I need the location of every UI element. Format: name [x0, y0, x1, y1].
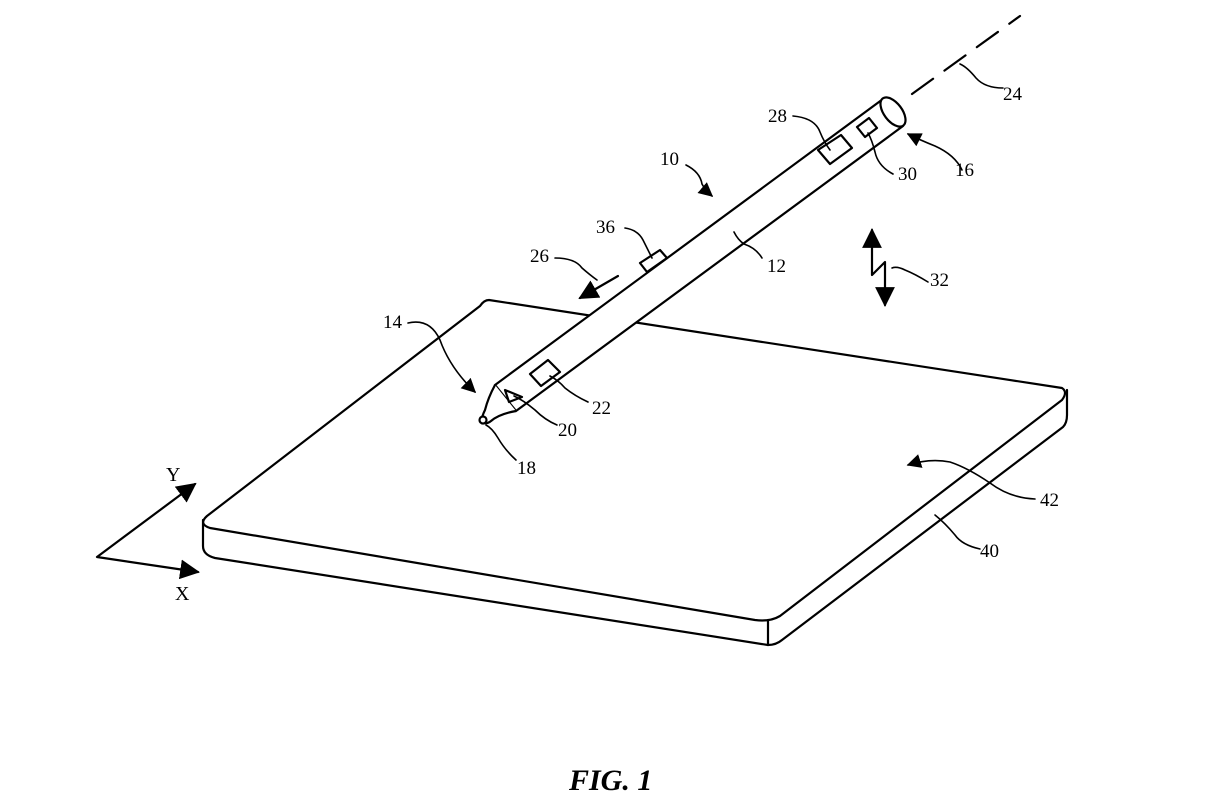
label-12: 12: [767, 256, 786, 277]
label-18: 18: [517, 458, 536, 479]
label-14: 14: [383, 312, 403, 333]
tablet-side-edge: [201, 388, 1069, 647]
component-30: [855, 116, 879, 139]
component-22: [528, 358, 562, 388]
reference-numerals: 10 12 14 16 18 20 22 24 26 28 30 32 36 4…: [383, 84, 1059, 562]
coordinate-axes: Y X: [95, 464, 200, 605]
figure-caption: FIG. 1: [568, 764, 652, 797]
axis-x-label: X: [175, 583, 190, 605]
wireless-signal-icon: [862, 228, 895, 307]
longitudinal-axis: [910, 14, 1022, 96]
label-28: 28: [768, 106, 787, 127]
label-22: 22: [592, 398, 611, 419]
axis-y-label: Y: [166, 464, 180, 486]
label-20: 20: [558, 420, 577, 441]
motion-arrow: [578, 274, 620, 300]
label-42: 42: [1040, 490, 1059, 511]
label-16: 16: [955, 160, 974, 181]
label-32: 32: [930, 270, 949, 291]
tip-sensor-triangle: [503, 388, 524, 404]
label-36: 36: [596, 217, 615, 238]
label-10: 10: [660, 149, 679, 170]
stylus-barrel: [493, 97, 905, 413]
tablet-device: [201, 298, 1069, 647]
component-28: [816, 133, 854, 166]
label-24: 24: [1003, 84, 1023, 105]
label-40: 40: [980, 541, 999, 562]
stylus-end-cap: [879, 96, 907, 128]
tablet-top-surface: [202, 298, 1067, 622]
stylus: [478, 96, 907, 425]
component-36: [638, 248, 669, 274]
label-30: 30: [898, 164, 917, 185]
tip-electrode: [478, 415, 488, 425]
label-26: 26: [530, 246, 549, 267]
leader-lines: [407, 63, 1036, 550]
